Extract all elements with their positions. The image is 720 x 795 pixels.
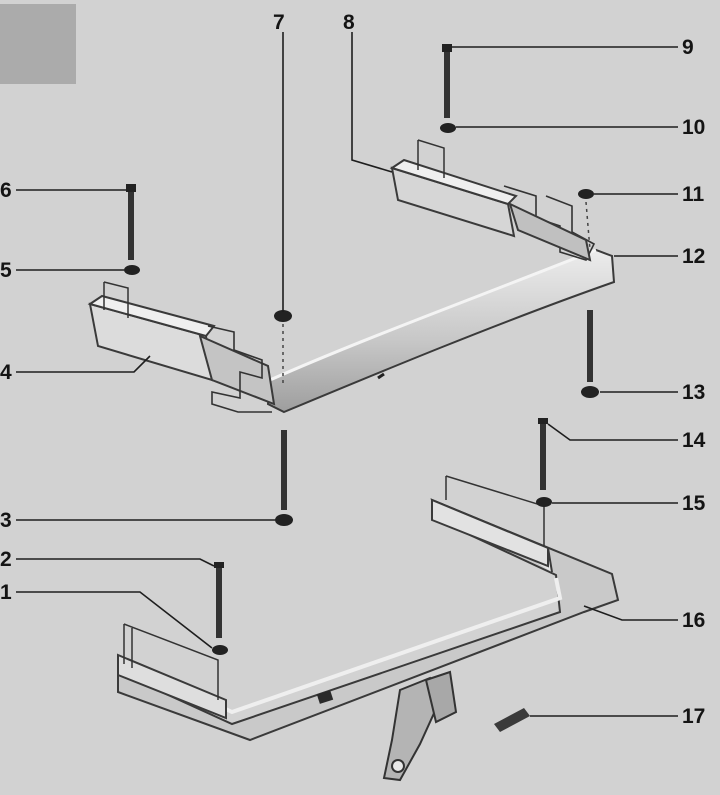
callout-16: 16 xyxy=(682,609,706,632)
bolt-3 xyxy=(275,430,293,526)
scan-corner-patch xyxy=(0,4,76,84)
left-bracket xyxy=(87,281,276,413)
lower-crossmember-frame xyxy=(117,475,620,782)
callout-7: 7 xyxy=(273,11,285,34)
leader-lines xyxy=(16,32,678,717)
callout-3: 3 xyxy=(0,509,12,532)
callout-14: 14 xyxy=(682,429,706,452)
washer-15 xyxy=(536,497,552,507)
callout-13: 13 xyxy=(682,381,706,404)
callout-4: 4 xyxy=(0,361,12,384)
bolt-6 xyxy=(126,184,136,260)
nut-7 xyxy=(274,310,292,384)
bolt-2 xyxy=(214,562,224,638)
callout-12: 12 xyxy=(682,245,706,268)
callout-11: 11 xyxy=(682,183,705,206)
callout-17: 17 xyxy=(682,705,706,728)
callout-10: 10 xyxy=(682,116,706,139)
callout-6: 6 xyxy=(0,179,12,202)
plug-17 xyxy=(494,708,530,732)
upper-impact-beam xyxy=(266,248,616,414)
washer-5 xyxy=(124,265,140,275)
nut-11 xyxy=(578,189,594,251)
washer-10 xyxy=(440,123,456,133)
bolt-14 xyxy=(538,418,548,490)
right-bracket xyxy=(389,139,596,262)
callout-9: 9 xyxy=(682,36,694,59)
bolt-13 xyxy=(581,310,599,398)
callout-15: 15 xyxy=(682,492,706,515)
callout-8: 8 xyxy=(343,11,355,34)
bolt-9 xyxy=(442,44,452,118)
callout-2: 2 xyxy=(0,548,12,571)
washer-1 xyxy=(212,645,228,655)
callout-5: 5 xyxy=(0,259,12,282)
callout-1: 1 xyxy=(0,581,12,604)
